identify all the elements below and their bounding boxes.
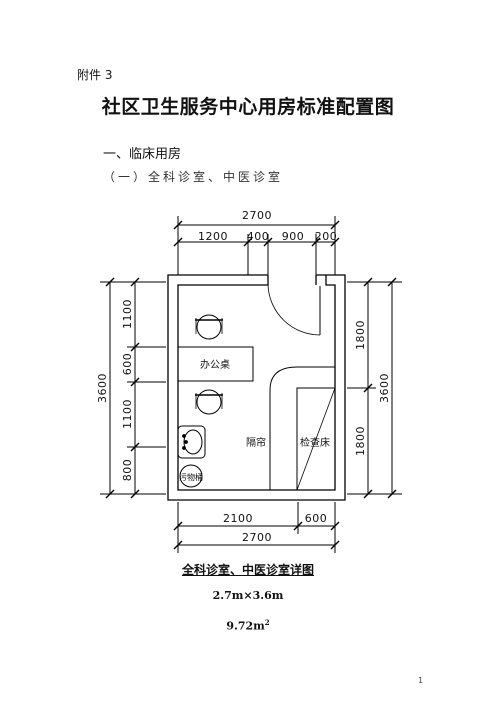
dim-right-2: 1800 [354, 426, 367, 456]
room-area-value: 9.72m [226, 619, 265, 633]
waste-bin [179, 464, 203, 488]
attachment-label: 附件 3 [77, 68, 113, 82]
dim-left-3: 1100 [121, 399, 134, 429]
room-size: 2.7m×3.6m [212, 589, 284, 602]
waste-bin-label: 污物桶 [179, 472, 203, 482]
dim-top-4: 200 [315, 230, 338, 243]
door-swing-arc [267, 284, 321, 336]
room-area: 9.72m2 [0, 618, 496, 633]
curtain-track [269, 366, 335, 490]
chair-upper [195, 314, 223, 340]
dim-top-2: 400 [247, 230, 270, 243]
dim-right-1: 1800 [354, 320, 367, 350]
dim-left-total: 3600 [96, 373, 109, 403]
wash-basin [177, 425, 206, 459]
dim-right-total: 3600 [378, 373, 391, 403]
exam-bed-label: 检查床 [300, 436, 330, 449]
desk-label: 办公桌 [200, 358, 230, 371]
dim-bottom-1: 2100 [223, 512, 253, 525]
curtain-label: 隔帘 [246, 436, 266, 449]
dim-top-3: 900 [282, 230, 305, 243]
dim-left-1: 1100 [121, 299, 134, 329]
dim-left-4: 800 [121, 459, 134, 482]
dim-bottom-total: 2700 [242, 531, 272, 544]
exam-bed [296, 387, 336, 491]
dim-top-total: 2700 [242, 209, 272, 222]
page-title: 社区卫生服务中心用房标准配置图 [101, 96, 395, 118]
page-number: 1 [418, 676, 424, 685]
subsection-heading: （一）全科诊室、中医诊室 [103, 170, 284, 184]
dim-bottom-2: 600 [305, 512, 328, 525]
room-walls [167, 274, 346, 501]
figure-title: 全科诊室、中医诊室详图 [181, 563, 314, 577]
chair-lower [195, 389, 223, 415]
section-heading: 一、临床用房 [103, 147, 182, 162]
dim-left-2: 600 [121, 353, 134, 376]
room-area-unit-superscript: 2 [264, 618, 270, 627]
office-desk [177, 346, 254, 382]
dim-top-1: 1200 [198, 230, 228, 243]
